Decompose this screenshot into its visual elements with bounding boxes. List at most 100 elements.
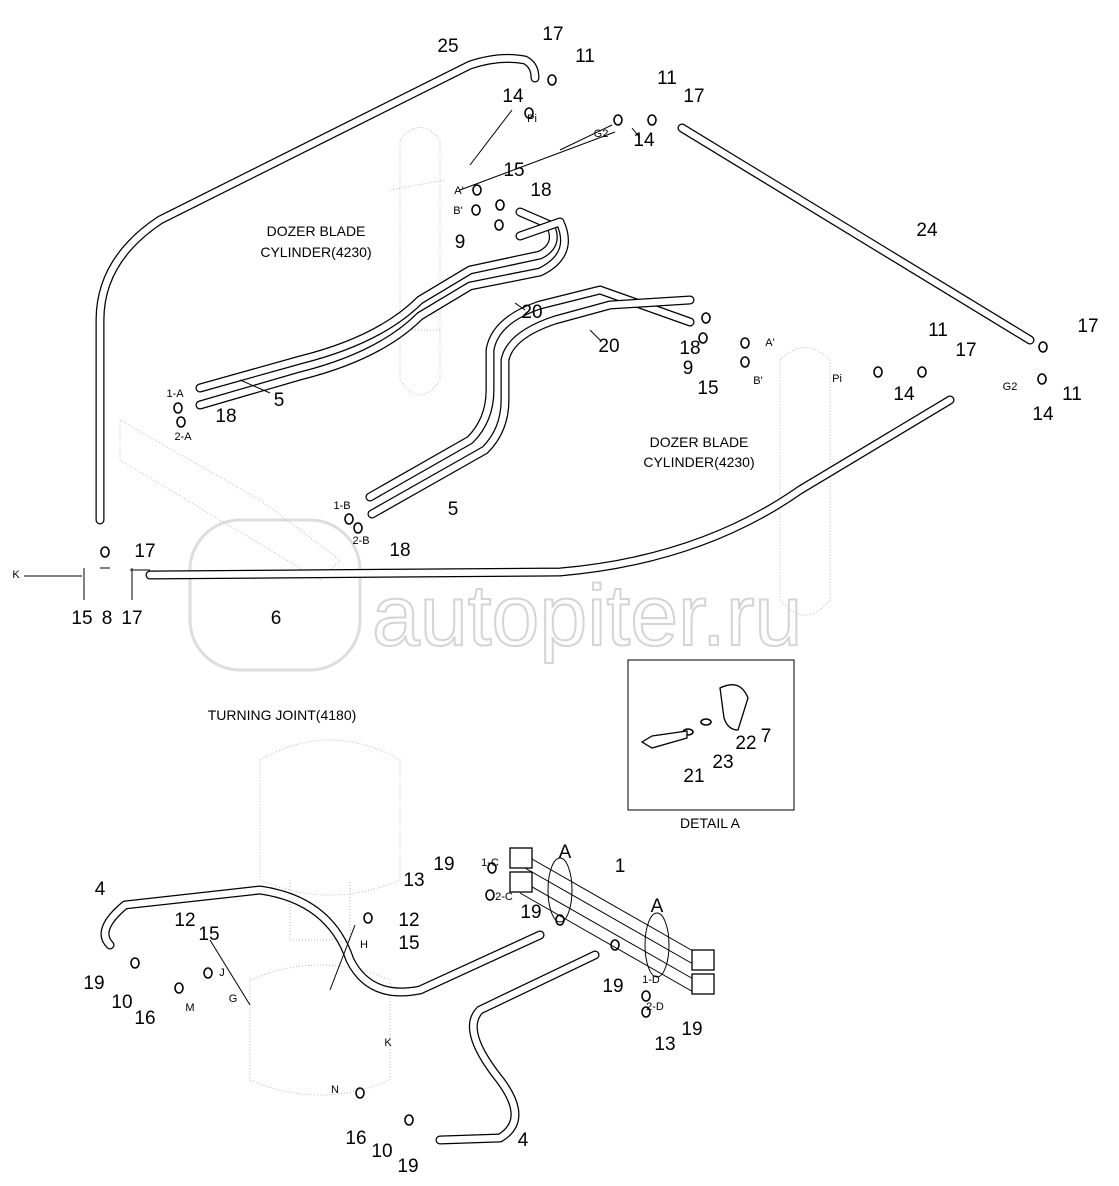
part-callout: 25 — [437, 36, 458, 57]
leader-line — [209, 939, 251, 1006]
part-callout: 11 — [575, 46, 595, 67]
part-callout: 11 — [928, 320, 948, 341]
o-ring-icon — [740, 337, 750, 349]
part-callout: 4 — [518, 1130, 529, 1151]
o-ring-icon — [1038, 341, 1048, 353]
port-label: 1-D — [642, 974, 660, 986]
part-callout: 14 — [893, 384, 915, 405]
port-label: 1-B — [333, 500, 350, 512]
dozer-cylinder-1-subtitle: CYLINDER(4230) — [260, 244, 371, 260]
o-ring-icon — [472, 184, 482, 196]
port-label: G2 — [594, 128, 609, 140]
part-callout: 14 — [1032, 404, 1054, 425]
o-ring-icon — [641, 1006, 651, 1018]
part-callout: 23 — [712, 752, 733, 773]
part-callout: 5 — [274, 390, 285, 411]
o-ring-icon — [610, 939, 620, 951]
o-ring-icon — [487, 862, 497, 874]
port-label: 1-A — [166, 388, 184, 400]
part-callout: 22 — [735, 733, 756, 754]
part-callout: A — [559, 842, 572, 863]
part-callout: 17 — [1077, 316, 1098, 337]
o-ring-icon — [873, 366, 883, 378]
part-callout: 5 — [448, 499, 459, 520]
o-ring-icon — [524, 107, 534, 119]
port-label: 2-C — [495, 891, 513, 903]
turning-joint-title: TURNING JOINT(4180) — [208, 707, 357, 723]
part-callout: 19 — [83, 973, 104, 994]
dozer-cylinder-2-title: DOZER BLADE — [650, 434, 749, 450]
part-callout: 18 — [389, 540, 410, 561]
o-ring-icon — [471, 204, 481, 216]
part-callout: 11 — [1062, 384, 1082, 405]
leader-lines — [24, 109, 641, 1006]
port-label: 1-C — [481, 857, 499, 869]
dozer-cylinder-outline-2 — [779, 347, 831, 616]
o-ring-icon — [404, 1114, 414, 1126]
o-ring-icon — [173, 402, 183, 414]
leader-line — [631, 127, 641, 139]
hose-25 — [95, 53, 540, 525]
turning-joint-outline — [249, 739, 401, 1096]
port-label: G2 — [1003, 381, 1018, 393]
o-ring-icon — [613, 114, 623, 126]
leader-line — [329, 924, 356, 991]
part-callout: 1 — [615, 856, 626, 877]
hose-5-upper — [195, 207, 569, 410]
part-callout: 17 — [134, 541, 155, 562]
o-rings — [100, 74, 1048, 1126]
pipe-1 — [509, 847, 715, 995]
o-ring-icon — [485, 889, 495, 901]
part-callout: 19 — [602, 976, 623, 997]
part-callout: 17 — [683, 86, 704, 107]
port-label: K — [12, 569, 20, 581]
o-ring-icon — [100, 546, 110, 558]
port-label: A' — [454, 185, 463, 197]
o-ring-icon — [740, 356, 750, 368]
hose-4-bottom — [435, 950, 600, 1145]
o-ring-icon — [353, 522, 363, 534]
port-label: 2-A — [174, 431, 192, 443]
part-callout: 12 — [398, 910, 419, 931]
watermark-text: autopiter.ru — [372, 568, 802, 664]
o-ring-icon — [203, 967, 213, 979]
part-callout: 15 — [198, 924, 219, 945]
hose-4-left — [100, 885, 545, 997]
o-ring-icon — [355, 1087, 365, 1099]
o-ring-icon — [701, 312, 711, 324]
port-label: G — [229, 993, 238, 1005]
part-callout: 13 — [403, 870, 424, 891]
part-callout: 15 — [503, 160, 524, 181]
o-ring-icon — [698, 332, 708, 344]
dozer-cylinder-1-title: DOZER BLADE — [267, 223, 366, 239]
part-callout: 12 — [174, 910, 195, 931]
part-callout: 17 — [955, 340, 976, 361]
detail-a-box — [627, 659, 795, 811]
leader-line — [514, 302, 526, 311]
part-callout: 7 — [761, 726, 772, 747]
port-label: K — [384, 1037, 392, 1049]
part-callout: 16 — [345, 1128, 366, 1149]
port-label: B' — [453, 205, 462, 217]
port-label: J — [219, 967, 225, 979]
detail-a-parts — [640, 684, 749, 749]
port-label: H — [360, 939, 368, 951]
part-callout: 24 — [916, 220, 938, 241]
o-ring-icon — [547, 74, 557, 86]
part-callout: 19 — [681, 1019, 702, 1040]
hose-6 — [145, 395, 955, 580]
o-ring-icon — [363, 912, 373, 924]
o-ring-icon — [641, 990, 651, 1002]
part-callout: 9 — [683, 358, 694, 379]
leader-line — [559, 124, 613, 151]
port-label: A' — [765, 337, 774, 349]
part-callout: A — [651, 896, 664, 917]
port-label: B' — [753, 375, 762, 387]
part-callout: 20 — [598, 336, 619, 357]
part-callout: 20 — [521, 302, 542, 323]
leader-line — [459, 131, 616, 191]
o-ring-icon — [344, 513, 354, 525]
port-label: M — [185, 1002, 194, 1014]
part-callout: 18 — [679, 338, 700, 359]
